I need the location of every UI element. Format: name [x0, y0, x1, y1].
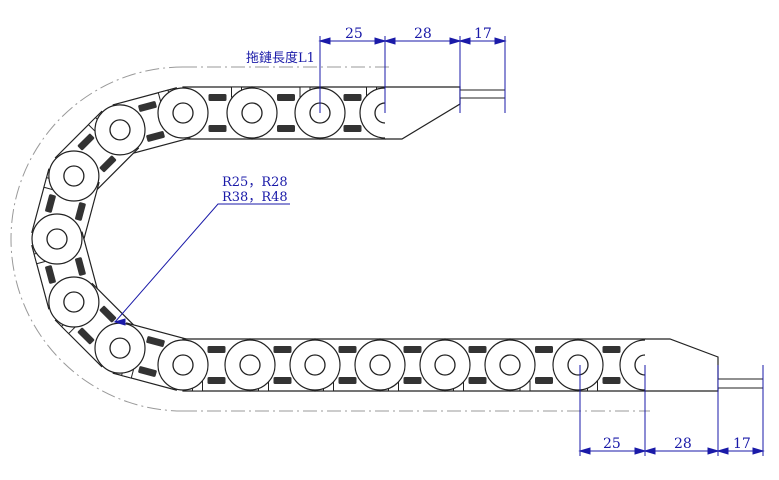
dimension-arrow [383, 37, 396, 45]
radius-label-1: R25，R28 [222, 175, 288, 190]
link-tag [468, 346, 487, 353]
top-dim-2: 28 [414, 26, 432, 42]
link-tag [343, 94, 362, 101]
bottom-dim-1: 25 [603, 436, 621, 452]
dimension-arrow [578, 447, 591, 455]
link-tag [138, 366, 157, 377]
dimension-arrow [318, 37, 331, 45]
pivot-hole [172, 354, 194, 376]
top-end-rod [459, 89, 506, 99]
pivot-hole [63, 165, 85, 187]
link-labels [519, 346, 553, 392]
link-tag [138, 101, 157, 112]
dimension-arrow [449, 37, 462, 45]
link-tag [273, 346, 292, 353]
radius-leader-line [114, 203, 290, 323]
bottom-dim-3: 17 [733, 436, 751, 452]
pivot-hole [241, 102, 263, 124]
top-end-bracket [385, 86, 461, 140]
link-tag [602, 377, 621, 384]
link-tag [602, 346, 621, 353]
dimension-arrow [752, 447, 765, 455]
dimension-arrow [458, 37, 471, 45]
bottom-end-bracket [645, 338, 719, 392]
bottom-end-rod [717, 378, 764, 389]
link-tag [277, 125, 295, 132]
dimension-arrow [374, 37, 387, 45]
dimension-arrow [707, 447, 720, 455]
dimension-arrow [716, 447, 729, 455]
pivot-hole [109, 337, 131, 359]
link-tag [207, 377, 226, 384]
link-tag [343, 125, 362, 132]
link-tag [338, 377, 357, 384]
chain-length-label: 拖鏈長度L1 [246, 50, 315, 66]
link-tag [403, 346, 422, 353]
pivot-hole [46, 228, 68, 250]
pivot-hole [304, 354, 326, 376]
link-tag [77, 327, 95, 345]
dimension-arrow [634, 447, 647, 455]
link-tag [146, 336, 165, 347]
drag-chain [10, 66, 764, 412]
link-tag [535, 377, 553, 384]
link-tag [99, 155, 117, 173]
link-tag [403, 377, 422, 384]
link-tag [273, 377, 292, 384]
top-dim-1: 25 [345, 26, 363, 42]
link-tag [208, 125, 227, 132]
pivot-hole [499, 354, 521, 376]
link-tag [45, 194, 56, 213]
pivot-hole [239, 354, 261, 376]
link-tag [99, 305, 117, 323]
link-tag [75, 257, 86, 276]
link-tag [77, 133, 95, 151]
pivot-hole [567, 354, 589, 376]
radius-label-2: R38，R48 [222, 190, 288, 205]
link-tag [535, 346, 553, 353]
link-tag [208, 94, 227, 101]
link-tag [45, 265, 56, 284]
link-tag [75, 202, 86, 221]
link-tag [468, 377, 487, 384]
link-tag [207, 346, 226, 353]
pivot-hole [172, 102, 194, 124]
bottom-dim-2: 28 [674, 436, 692, 452]
pivot-hole [369, 354, 391, 376]
link-tag [338, 346, 357, 353]
link-tag [277, 94, 295, 101]
pivot-hole [434, 354, 456, 376]
dimensions [113, 36, 765, 456]
link-tag [146, 131, 165, 142]
pivot-hole [63, 291, 85, 313]
top-dim-3: 17 [474, 26, 492, 42]
outer-centerline-arc [10, 66, 184, 412]
dimension-arrow [113, 318, 126, 326]
pivot-hole [109, 119, 131, 141]
dimension-arrow [643, 447, 656, 455]
dimension-arrow [494, 37, 507, 45]
